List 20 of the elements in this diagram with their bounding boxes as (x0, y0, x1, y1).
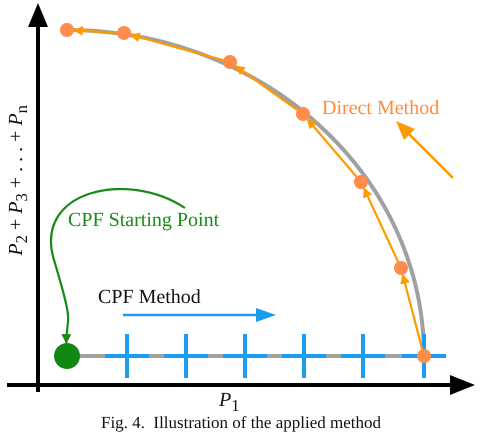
step-arrow (73, 26, 118, 36)
method-label: Direct Method (322, 98, 440, 118)
axis-label: P$_{1}$ (219, 390, 240, 415)
figure-caption: Fig. 4. Illustration of the applied method (100, 414, 382, 431)
callout-text: CPF Starting Point (68, 210, 220, 230)
step-arrow (130, 32, 224, 62)
solution-point-dot (394, 261, 408, 275)
solution-point-dot (354, 175, 368, 189)
leader-arrow (50, 188, 186, 344)
solution-point-dot (417, 349, 431, 363)
solution-point-dot (117, 26, 131, 40)
starting-point-dot (54, 343, 80, 369)
step-arrow (400, 274, 424, 350)
step-arrow (234, 65, 298, 111)
step-arrow (362, 187, 400, 262)
method-label: CPF Method (98, 287, 201, 307)
solution-point-dot (296, 107, 310, 121)
solution-point-dot (223, 55, 237, 69)
step-arrow (306, 118, 358, 178)
solution-point-dot (60, 23, 74, 37)
